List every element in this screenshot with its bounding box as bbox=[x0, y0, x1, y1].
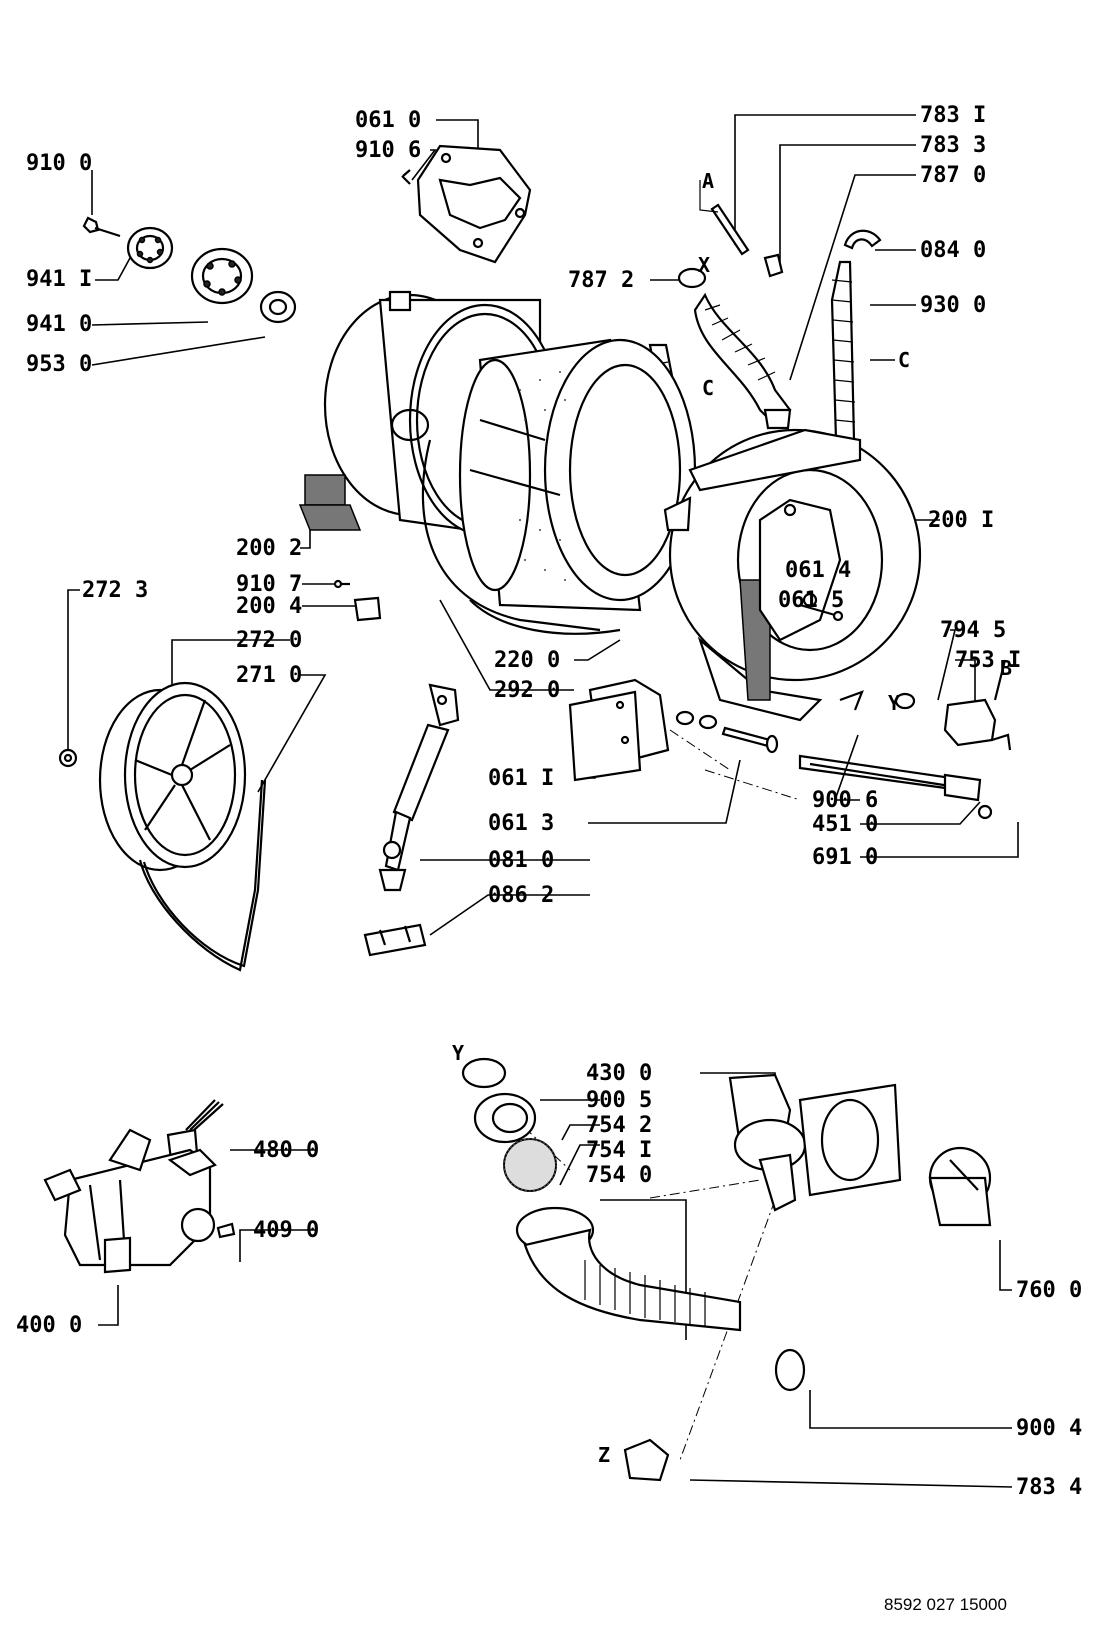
label-430-0: 430 0 bbox=[586, 1061, 652, 1086]
letter-c-right: C bbox=[898, 348, 910, 372]
label-271-0: 271 0 bbox=[236, 663, 302, 688]
front-tub bbox=[663, 428, 922, 722]
label-754-2: 754 2 bbox=[586, 1113, 652, 1138]
elbow-084 bbox=[843, 229, 882, 250]
large-bearing bbox=[190, 247, 254, 305]
washers-bolt bbox=[675, 710, 779, 754]
drive-belt bbox=[138, 779, 267, 972]
bearing-screw bbox=[82, 216, 121, 238]
label-787-0: 787 0 bbox=[920, 163, 986, 188]
letter-y-lower: Y bbox=[452, 1041, 464, 1065]
label-794-5: 794 5 bbox=[940, 618, 1006, 643]
motor bbox=[43, 1128, 217, 1274]
clamp-900-5 bbox=[461, 1057, 507, 1089]
nut-272-3 bbox=[58, 748, 78, 768]
label-754-0: 754 0 bbox=[586, 1163, 652, 1188]
label-200-4: 200 4 bbox=[236, 594, 302, 619]
label-061-3: 061 3 bbox=[488, 811, 554, 836]
label-200-1: 200 I bbox=[928, 508, 994, 533]
clamp-900-4 bbox=[774, 1348, 806, 1392]
counterweight-top bbox=[401, 144, 532, 264]
hose-a bbox=[699, 180, 750, 256]
letter-x: X bbox=[698, 253, 710, 277]
seal-754-2 bbox=[473, 1092, 537, 1144]
label-272-0: 272 0 bbox=[236, 628, 302, 653]
oil-seal bbox=[259, 290, 297, 324]
bellows-hose-x bbox=[693, 292, 792, 430]
label-691-0: 691 0 bbox=[812, 845, 878, 870]
label-941-0: 941 0 bbox=[26, 312, 92, 337]
label-400-0: 400 0 bbox=[16, 1313, 82, 1338]
label-086-2: 086 2 bbox=[488, 883, 554, 908]
label-081-0: 081 0 bbox=[488, 848, 554, 873]
label-200-2: 200 2 bbox=[236, 536, 302, 561]
label-409-0: 409 0 bbox=[253, 1218, 319, 1243]
label-910-6: 910 6 bbox=[355, 138, 421, 163]
label-910-0: 910 0 bbox=[26, 151, 92, 176]
label-753-1: 753 I bbox=[955, 648, 1021, 673]
label-900-4: 900 4 bbox=[1016, 1416, 1082, 1441]
label-760-0: 760 0 bbox=[1016, 1278, 1082, 1303]
letter-a: A bbox=[702, 169, 714, 193]
nut-691 bbox=[977, 804, 993, 820]
letter-b: B bbox=[1000, 656, 1012, 680]
heater-element bbox=[798, 754, 982, 802]
ball-754-1 bbox=[503, 1138, 557, 1192]
label-783-1: 783 I bbox=[920, 103, 986, 128]
shock-absorber bbox=[378, 683, 460, 892]
drain-pump bbox=[728, 1073, 902, 1212]
label-953-0: 953 0 bbox=[26, 352, 92, 377]
label-783-3: 783 3 bbox=[920, 133, 986, 158]
label-084-0: 084 0 bbox=[920, 238, 986, 263]
clip-787-2 bbox=[677, 267, 707, 289]
label-941-1: 941 I bbox=[26, 267, 92, 292]
filter-760 bbox=[928, 1146, 992, 1227]
spring-clip-900-6 bbox=[839, 690, 864, 711]
part-labels: 910 0 941 I 941 0 953 0 061 0 910 6 783 … bbox=[16, 103, 1082, 1500]
sump-hose-754 bbox=[515, 1206, 742, 1332]
small-bearing bbox=[126, 226, 174, 270]
hose-783-4 bbox=[623, 1438, 670, 1482]
reference-letters: A X C C B Y Y Z bbox=[452, 169, 1012, 1467]
screw-910-7 bbox=[333, 579, 350, 589]
label-900-5: 900 5 bbox=[586, 1088, 652, 1113]
label-061-5: 061 5 bbox=[778, 588, 844, 613]
label-061-0: 061 0 bbox=[355, 108, 421, 133]
pulley bbox=[98, 681, 247, 872]
label-910-7: 910 7 bbox=[236, 572, 302, 597]
drum bbox=[458, 338, 697, 612]
label-451-0: 451 0 bbox=[812, 812, 878, 837]
label-930-0: 930 0 bbox=[920, 293, 986, 318]
label-061-1: 061 I bbox=[488, 766, 554, 791]
counterweight-front bbox=[568, 678, 670, 782]
label-783-4: 783 4 bbox=[1016, 1475, 1082, 1500]
label-900-6: 900 6 bbox=[812, 788, 878, 813]
pressure-switch-753 bbox=[943, 659, 1012, 751]
clip-409 bbox=[216, 1222, 236, 1239]
connector-783-3 bbox=[763, 253, 784, 278]
label-480-0: 480 0 bbox=[253, 1138, 319, 1163]
drawing-code: 8592 027 15000 bbox=[884, 1595, 1007, 1614]
clip-200-4 bbox=[353, 596, 382, 622]
tub-seal-ring bbox=[421, 439, 621, 635]
screw-061-5 bbox=[799, 603, 844, 622]
letter-z: Z bbox=[598, 1443, 610, 1467]
label-220-0: 220 0 bbox=[494, 648, 560, 673]
bracket-086-2 bbox=[363, 923, 427, 957]
assembly-axes bbox=[494, 729, 801, 1461]
ring-794-5 bbox=[894, 692, 916, 710]
label-292-0: 292 0 bbox=[494, 678, 560, 703]
label-272-3: 272 3 bbox=[82, 578, 148, 603]
label-754-1: 754 I bbox=[586, 1138, 652, 1163]
label-787-2: 787 2 bbox=[568, 268, 634, 293]
letter-c-left: C bbox=[702, 376, 714, 400]
label-061-4: 061 4 bbox=[785, 558, 851, 583]
letter-y-upper: Y bbox=[888, 691, 900, 715]
corrugated-hose-930 bbox=[830, 260, 856, 442]
